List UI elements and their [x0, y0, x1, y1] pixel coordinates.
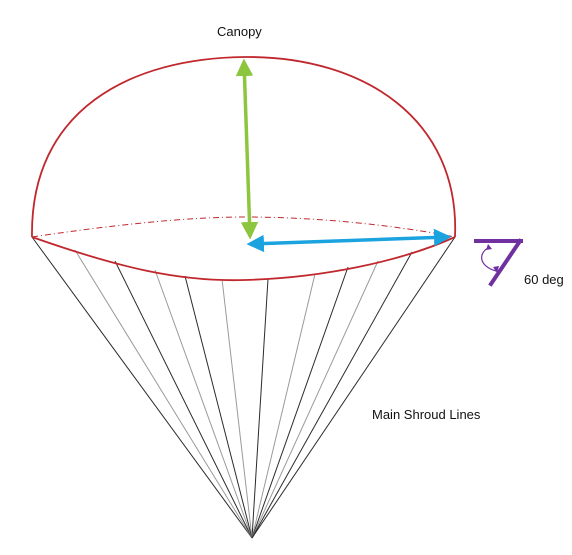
shroud-line: [221, 278, 253, 539]
shroud-line: [251, 236, 456, 539]
canopy-height-arrow: [235, 58, 259, 240]
shroud-lines: [31, 236, 456, 539]
shroud-line: [251, 260, 379, 539]
shroud-line: [74, 249, 253, 539]
canopy-label: Canopy: [217, 24, 262, 39]
shroud-line: [154, 269, 253, 539]
shroud-line: [251, 251, 413, 539]
shroud-line: [184, 275, 253, 539]
angle-marker-icon: [474, 238, 523, 287]
canopy-dome: [31, 56, 456, 238]
shroud-line: [31, 236, 253, 539]
shroud-line: [251, 273, 316, 539]
shroud-line: [251, 266, 349, 539]
canopy-skirt-back: [31, 216, 456, 238]
canopy-skirt-front: [31, 236, 456, 282]
canopy-radius-arrow: [246, 228, 452, 253]
shroud-line: [114, 260, 253, 539]
angle-label: 60 deg: [524, 272, 564, 287]
shroud-lines-label: Main Shroud Lines: [372, 407, 481, 422]
shroud-line: [251, 278, 269, 539]
